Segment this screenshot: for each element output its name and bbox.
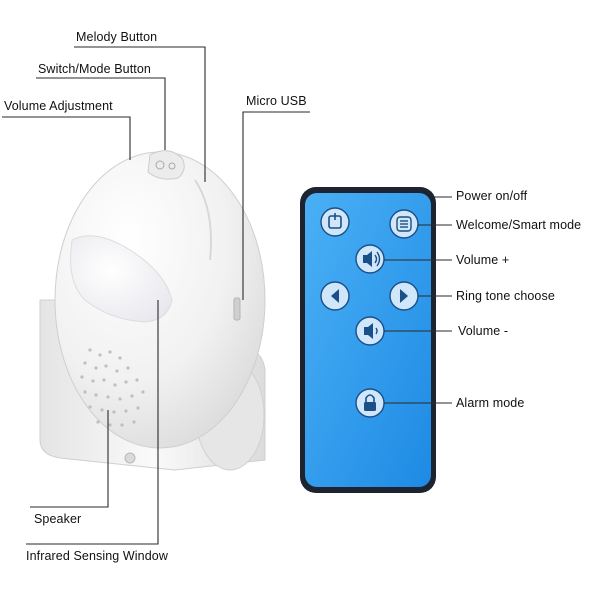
label-volume-down: Volume - <box>458 324 509 338</box>
label-melody-button: Melody Button <box>76 30 158 44</box>
label-infrared-window: Infrared Sensing Window <box>26 549 168 563</box>
menu-lines-icon[interactable] <box>389 209 419 239</box>
label-power: Power on/off <box>456 189 528 203</box>
infrared-lens <box>70 235 173 323</box>
arrow-left-icon[interactable] <box>320 281 350 311</box>
label-speaker: Speaker <box>34 512 82 526</box>
micro-usb-port <box>233 297 241 321</box>
leader-lines <box>2 46 452 545</box>
lock-icon[interactable] <box>355 388 385 418</box>
label-micro-usb: Micro USB <box>246 94 307 108</box>
label-volume-up: Volume + <box>456 253 510 267</box>
label-welcome-smart: Welcome/Smart mode <box>456 218 582 232</box>
speaker-minus-icon[interactable] <box>355 316 385 346</box>
speaker-grille <box>80 348 145 427</box>
power-square-icon[interactable] <box>320 207 350 237</box>
speaker-plus-icon[interactable] <box>355 244 385 274</box>
label-switch-mode-button: Switch/Mode Button <box>38 62 151 76</box>
label-ring-tone: Ring tone choose <box>456 289 555 303</box>
label-alarm: Alarm mode <box>456 396 525 410</box>
label-volume-adjustment: Volume Adjustment <box>4 99 113 113</box>
remote-control <box>300 187 436 493</box>
sensor-device <box>54 150 266 464</box>
arrow-right-icon[interactable] <box>389 281 419 311</box>
